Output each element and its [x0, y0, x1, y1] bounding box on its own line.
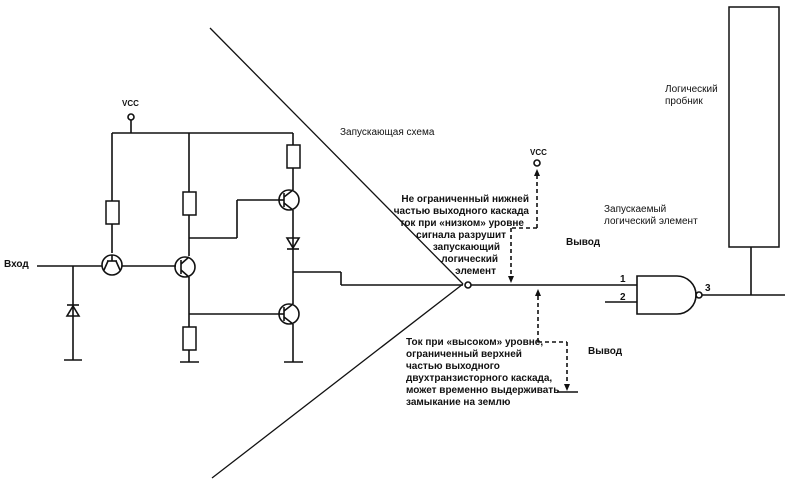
logic-probe-label-1: Логический: [665, 84, 718, 95]
short-to-vcc-path: VCC: [508, 148, 547, 283]
resistor-r1: [105, 200, 120, 225]
phase-splitter-transistor: [174, 256, 196, 278]
clamp-diode: [65, 304, 81, 317]
inverter-bubble: [695, 291, 703, 299]
driver-boundary: [209, 27, 464, 479]
low-level-note: Не ограниченный нижней частью выходного …: [394, 194, 530, 277]
note-line: ток при «низком» уровне: [400, 218, 525, 229]
vcc-terminal-left: VCC: [122, 99, 139, 133]
vcc-right-label: VCC: [530, 148, 547, 157]
logic-probe-label-2: пробник: [665, 95, 703, 107]
nand-gate: Запускаемый логический элемент 1 2 3: [604, 204, 785, 315]
output-label-bottom: Вывод: [588, 346, 623, 357]
resistor-r3: [182, 326, 197, 351]
pin3-label: 3: [705, 283, 711, 294]
driven-element-label-2: логический элемент: [604, 216, 698, 227]
driver-circuit-label: Запускающая схема: [340, 127, 435, 138]
totem-pole-output: [278, 133, 463, 363]
input-stage: [101, 133, 123, 276]
output-node: [464, 281, 472, 289]
resistor-r2: [182, 191, 197, 216]
output-label-top: Вывод: [566, 237, 601, 248]
note-line: частью выходного каскада: [394, 206, 530, 217]
note-line: двухтранзисторного каскада,: [406, 373, 552, 384]
pin1-label: 1: [620, 274, 626, 285]
note-line: сигнала разрушит: [416, 230, 506, 241]
output-diode: [285, 237, 301, 250]
note-line: Не ограниченный нижней: [401, 194, 529, 205]
note-line: ограниченный верхней: [406, 349, 522, 360]
note-line: элемент: [455, 266, 496, 277]
phase-splitter: [174, 133, 279, 363]
input-line: Вход: [4, 259, 176, 361]
resistor-r4: [286, 144, 301, 169]
driven-element-label-1: Запускаемый: [604, 204, 666, 215]
note-line: может временно выдерживать: [406, 385, 559, 396]
note-line: Ток при «высоком» уровне,: [406, 337, 543, 348]
high-level-note: Ток при «высоком» уровне, ограниченный в…: [406, 337, 559, 408]
note-line: замыкание на землю: [406, 397, 511, 408]
vcc-left-label: VCC: [122, 99, 139, 108]
input-label: Вход: [4, 259, 29, 270]
short-to-ground-path: [535, 289, 578, 393]
note-line: запускающий: [433, 242, 500, 253]
logic-probe: Логический пробник: [665, 6, 780, 295]
note-line: логический: [441, 254, 498, 265]
pin2-label: 2: [620, 292, 626, 303]
note-line: частью выходного: [406, 361, 500, 372]
